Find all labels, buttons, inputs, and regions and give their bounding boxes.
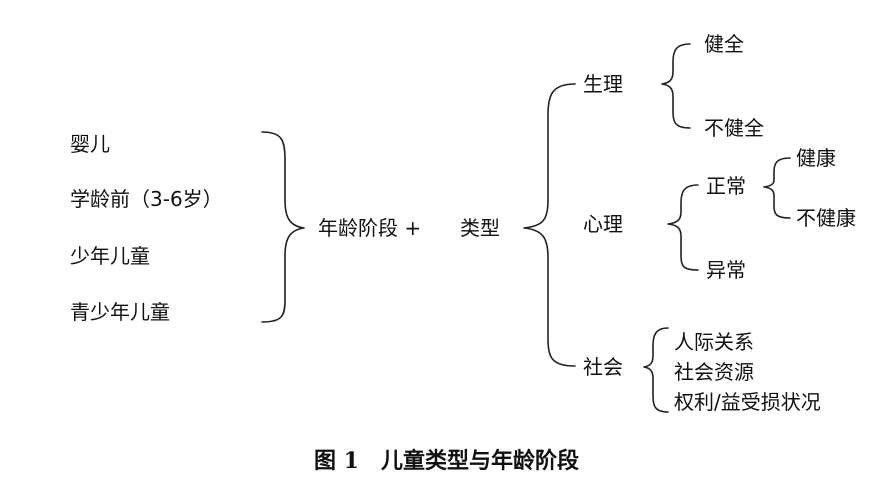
age-child: 少年儿童 <box>70 244 150 268</box>
age-preschool: 学龄前（3-6岁） <box>70 187 223 211</box>
normal-unhealthy: 不健康 <box>796 206 856 230</box>
age-adolescent: 青少年儿童 <box>70 300 170 324</box>
psychological-normal: 正常 <box>706 174 746 198</box>
social-brace <box>643 327 669 413</box>
normal-brace <box>763 157 791 219</box>
normal-healthy: 健康 <box>796 146 836 170</box>
physiological-incomplete: 不健全 <box>704 116 764 140</box>
center-age-stage-label: 年龄阶段 + <box>318 216 422 240</box>
type-label: 类型 <box>460 216 500 240</box>
psychological-brace <box>667 184 699 271</box>
social-resources: 社会资源 <box>674 360 754 384</box>
figure-caption: 图 1 儿童类型与年龄阶段 <box>314 448 579 474</box>
category-social: 社会 <box>583 355 623 379</box>
age-brace <box>261 131 305 323</box>
social-rights-damage: 权利/益受损状况 <box>674 390 821 414</box>
social-interpersonal: 人际关系 <box>674 330 754 354</box>
type-brace <box>523 83 576 367</box>
physiological-complete: 健全 <box>704 32 744 56</box>
psychological-abnormal: 异常 <box>706 258 746 282</box>
category-physiological: 生理 <box>583 72 623 96</box>
physiological-brace <box>661 43 691 129</box>
age-infant: 婴儿 <box>70 132 110 156</box>
category-psychological: 心理 <box>583 212 623 236</box>
